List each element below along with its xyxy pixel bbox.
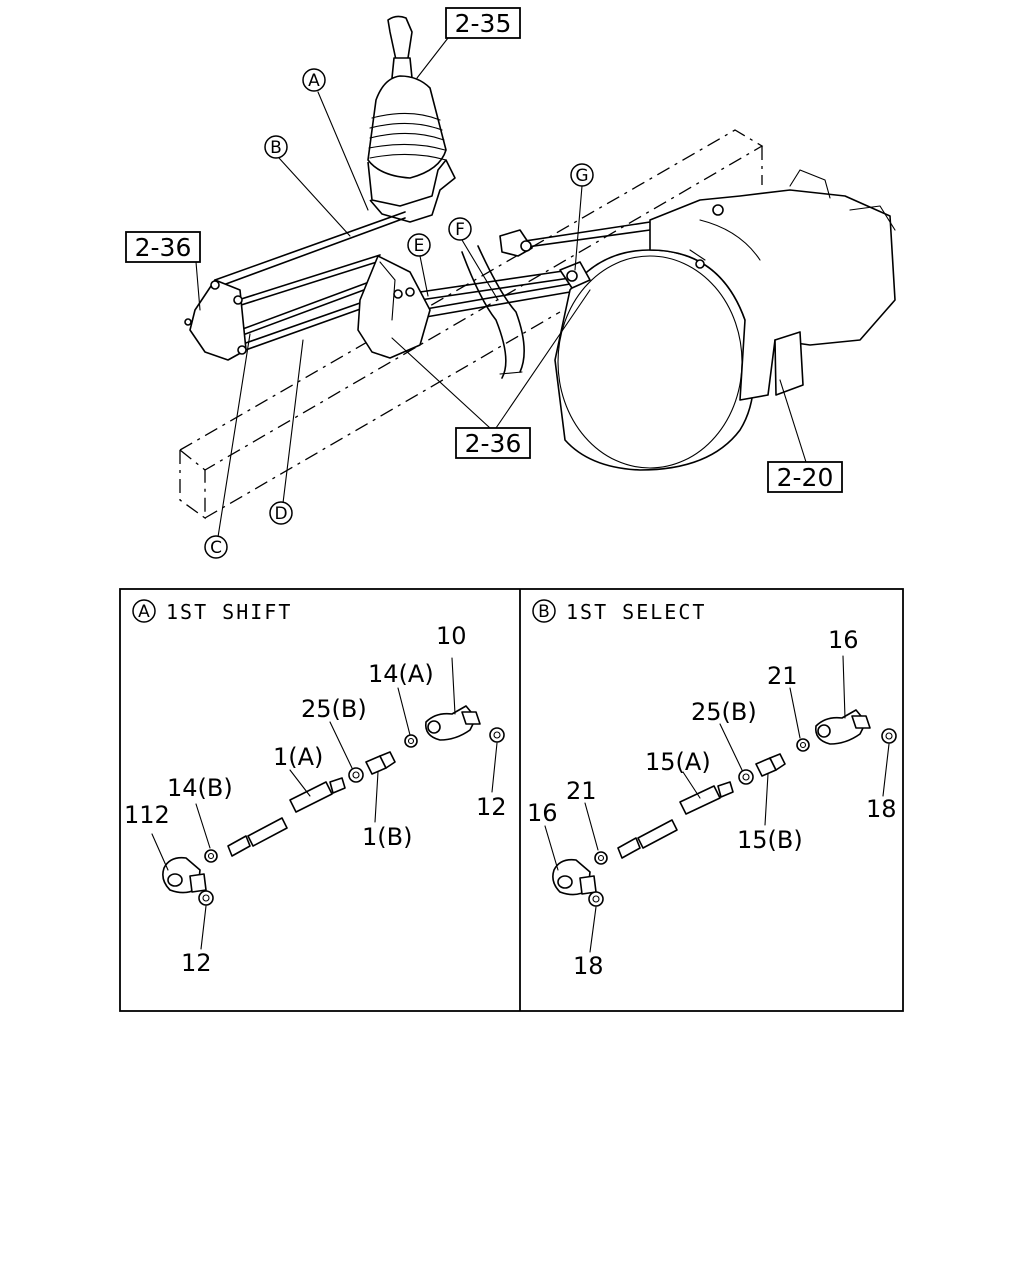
nut-21-top[interactable] bbox=[796, 738, 810, 752]
nut-25b-a[interactable] bbox=[348, 767, 364, 783]
label-a-14a: 14(A) bbox=[368, 660, 434, 688]
transmission bbox=[554, 169, 896, 471]
label-b-16-left: 16 bbox=[527, 799, 558, 827]
callout-c-label: C bbox=[210, 538, 222, 558]
ref-2-20-label: 2-20 bbox=[777, 463, 834, 492]
label-a-1a: 1(A) bbox=[273, 743, 323, 771]
callout-e[interactable]: E bbox=[407, 233, 431, 257]
left-bracket bbox=[184, 279, 247, 361]
panel-a-badge-label: A bbox=[138, 602, 150, 622]
nut-21-left[interactable] bbox=[594, 851, 608, 865]
callout-d[interactable]: D bbox=[269, 501, 293, 525]
label-b-15a: 15(A) bbox=[645, 748, 711, 776]
middle-bracket bbox=[357, 255, 431, 359]
sleeve-1b[interactable] bbox=[365, 751, 396, 775]
label-a-25b: 25(B) bbox=[301, 695, 367, 723]
nut-14b[interactable] bbox=[204, 849, 218, 863]
rod-15a[interactable] bbox=[617, 781, 734, 859]
ref-2-36-bottom-label: 2-36 bbox=[465, 429, 522, 458]
shift-tower bbox=[499, 229, 591, 289]
ref-2-35-label: 2-35 bbox=[455, 9, 512, 38]
nut-12-bottom[interactable] bbox=[198, 890, 214, 906]
panel-a-leaders bbox=[151, 657, 498, 950]
panel-1st-select: B 1ST SELECT bbox=[527, 599, 897, 980]
callout-a[interactable]: A bbox=[302, 68, 326, 92]
nut-18-right[interactable] bbox=[881, 728, 897, 744]
exhaust-pipe bbox=[461, 245, 525, 379]
label-a-12-bottom: 12 bbox=[181, 949, 212, 977]
ball-joint-16-right[interactable] bbox=[814, 709, 871, 745]
label-a-14b: 14(B) bbox=[167, 774, 233, 802]
callout-b[interactable]: B bbox=[264, 135, 288, 159]
overview-assembly: 2-35 2-36 2-36 2-20 A B C D bbox=[125, 7, 896, 559]
panel-a-badge: A bbox=[132, 599, 156, 623]
ball-joint-10[interactable] bbox=[424, 705, 481, 741]
label-b-15b: 15(B) bbox=[737, 826, 803, 854]
panel-b-parts bbox=[552, 709, 897, 907]
nut-18-bottom[interactable] bbox=[588, 891, 604, 907]
detail-frame bbox=[119, 588, 904, 1012]
label-b-25b: 25(B) bbox=[691, 698, 757, 726]
callout-f[interactable]: F bbox=[448, 217, 472, 241]
ball-joint-16-left[interactable] bbox=[552, 858, 597, 896]
panel-b-title: 1ST SELECT bbox=[566, 600, 706, 624]
label-a-1b: 1(B) bbox=[362, 823, 412, 851]
ref-2-36-left-label: 2-36 bbox=[135, 233, 192, 262]
panel-b-badge-label: B bbox=[538, 602, 550, 622]
callout-c[interactable]: C bbox=[204, 535, 228, 559]
ref-2-35[interactable]: 2-35 bbox=[445, 7, 521, 39]
panel-a-title: 1ST SHIFT bbox=[166, 600, 292, 624]
ref-2-36-left[interactable]: 2-36 bbox=[125, 231, 201, 263]
nut-25b-b[interactable] bbox=[738, 769, 754, 785]
label-a-10: 10 bbox=[436, 622, 467, 650]
nut-12-right[interactable] bbox=[489, 727, 505, 743]
leader-lines bbox=[195, 37, 807, 538]
label-a-12-right: 12 bbox=[476, 793, 507, 821]
panel-a-parts bbox=[162, 705, 505, 906]
ref-2-20[interactable]: 2-20 bbox=[767, 461, 843, 493]
ref-2-36-bottom[interactable]: 2-36 bbox=[455, 427, 531, 459]
panel-b-leaders bbox=[544, 655, 890, 953]
callout-f-label: F bbox=[455, 220, 465, 240]
sleeve-15b[interactable] bbox=[755, 753, 786, 777]
label-b-16-top: 16 bbox=[828, 626, 859, 654]
callout-g[interactable]: G bbox=[570, 163, 594, 187]
rod-1a[interactable] bbox=[227, 777, 346, 857]
ball-joint-112[interactable] bbox=[162, 856, 207, 894]
callout-e-label: E bbox=[414, 236, 425, 256]
label-a-112: 112 bbox=[124, 801, 170, 829]
callout-a-label: A bbox=[308, 71, 320, 91]
label-b-18-right: 18 bbox=[866, 795, 897, 823]
callout-g-label: G bbox=[575, 166, 588, 186]
panel-b-badge: B bbox=[532, 599, 556, 623]
callout-b-label: B bbox=[270, 138, 282, 158]
shift-lever bbox=[367, 15, 456, 223]
label-b-18-bottom: 18 bbox=[573, 952, 604, 980]
callout-d-label: D bbox=[274, 504, 287, 524]
label-b-21-top: 21 bbox=[767, 662, 798, 690]
nut-14a[interactable] bbox=[404, 734, 418, 748]
label-b-21-left: 21 bbox=[566, 777, 597, 805]
panel-1st-shift: A 1ST SHIFT bbox=[124, 599, 507, 977]
